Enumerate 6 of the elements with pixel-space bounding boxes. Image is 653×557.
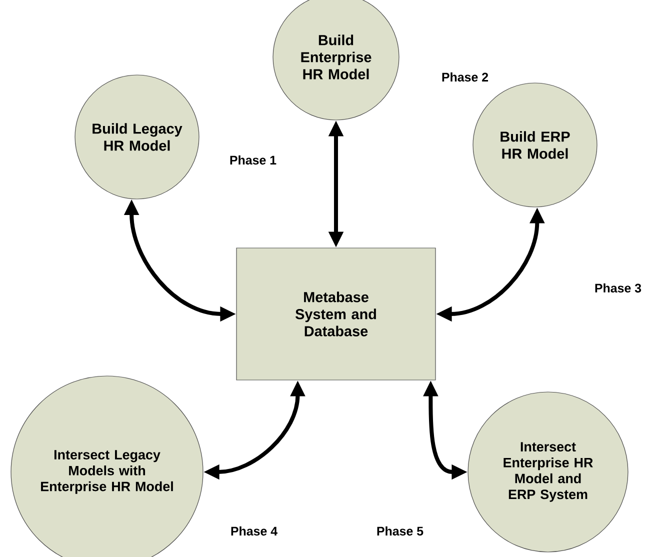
phase-label: Phase 5: [377, 526, 424, 536]
process-box: Metabase System and Database: [236, 248, 436, 380]
phase-label: Phase 1: [230, 155, 276, 165]
phase-label: Phase 2: [442, 72, 488, 82]
phase-label: Phase 3: [595, 283, 642, 293]
phase-label: Phase 4: [231, 526, 278, 536]
